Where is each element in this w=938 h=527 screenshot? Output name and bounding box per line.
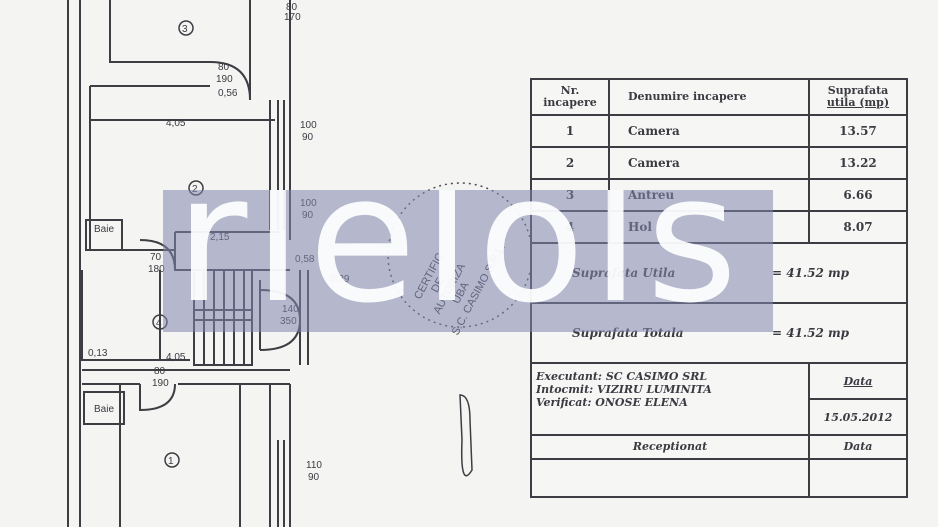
svg-text:350: 350 (280, 316, 297, 327)
svg-text:4,05: 4,05 (166, 352, 186, 363)
date-value: 15.05.2012 (823, 410, 893, 424)
row-nr: 4 (532, 212, 610, 242)
svg-text:70: 70 (150, 252, 162, 263)
date-label: Data (810, 364, 906, 400)
svg-text:80: 80 (218, 62, 230, 73)
receptionat-label: Receptionat (532, 436, 810, 458)
svg-text:190: 190 (152, 378, 169, 389)
svg-text:1: 1 (168, 456, 174, 467)
row-name: Camera (610, 116, 810, 146)
verificat: Verificat: ONOSE ELENA (536, 396, 688, 409)
row-area: 13.22 (839, 156, 877, 170)
svg-text:0,29: 0,29 (330, 274, 350, 285)
header-nr: Nr. (560, 84, 580, 97)
row-name: Antreu (610, 180, 810, 210)
total-useful-area: Suprafata Utila = 41.52 mp (532, 244, 906, 304)
svg-text:Baie: Baie (94, 404, 114, 415)
header-nr-2: incapere (543, 96, 597, 109)
svg-text:190: 190 (216, 74, 233, 85)
row-nr: 1 (532, 116, 610, 146)
svg-text:90: 90 (308, 472, 320, 483)
svg-text:2: 2 (192, 184, 198, 195)
total-area-label: Suprafata Totala (572, 326, 684, 340)
table-row: 1 Camera 13.57 (532, 116, 906, 148)
reception-empty-row (532, 460, 906, 496)
useful-area-value: = 41.52 mp (772, 266, 850, 280)
row-name: Hol (610, 212, 810, 242)
svg-text:80: 80 (154, 366, 166, 377)
svg-text:3: 3 (182, 24, 188, 35)
svg-text:2,15: 2,15 (210, 232, 230, 243)
header-area: Suprafata (827, 84, 889, 97)
row-name: Camera (610, 148, 810, 178)
svg-text:Baie: Baie (94, 224, 114, 235)
row-nr: 3 (532, 180, 610, 210)
table-row: 3 Antreu 6.66 (532, 180, 906, 212)
intocmit: Intocmit: VIZIRU LUMINITA (536, 383, 712, 396)
svg-text:100: 100 (300, 198, 317, 209)
svg-text:80: 80 (286, 2, 298, 13)
useful-area-label: Suprafata Utila (572, 266, 676, 280)
svg-text:110: 110 (306, 460, 322, 471)
svg-text:0,56: 0,56 (218, 88, 238, 99)
signature-block: Executant: SC CASIMO SRL Intocmit: VIZIR… (532, 364, 906, 436)
total-area-value: = 41.52 mp (772, 326, 850, 340)
row-nr: 2 (532, 148, 610, 178)
svg-text:170: 170 (284, 12, 301, 23)
svg-text:180: 180 (148, 264, 165, 275)
executant: Executant: SC CASIMO SRL (536, 370, 708, 383)
row-area: 8.07 (843, 220, 873, 234)
reception-date-label: Data (843, 440, 873, 453)
reception-row: Receptionat Data (532, 436, 906, 460)
total-area: Suprafata Totala = 41.52 mp (532, 304, 906, 364)
svg-text:90: 90 (302, 132, 314, 143)
svg-text:0,13: 0,13 (88, 348, 108, 359)
svg-text:100: 100 (300, 120, 317, 131)
header-area-2: utila (mp) (826, 96, 890, 109)
table-row: 4 Hol 8.07 (532, 212, 906, 244)
svg-text:140: 140 (282, 304, 299, 315)
svg-text:0,58: 0,58 (295, 254, 315, 265)
row-area: 13.57 (839, 124, 877, 138)
header-name: Denumire incapere (628, 90, 747, 103)
svg-text:90: 90 (302, 210, 314, 221)
svg-text:4: 4 (156, 318, 162, 329)
svg-text:4,05: 4,05 (166, 118, 186, 129)
table-row: 2 Camera 13.22 (532, 148, 906, 180)
row-area: 6.66 (843, 188, 873, 202)
